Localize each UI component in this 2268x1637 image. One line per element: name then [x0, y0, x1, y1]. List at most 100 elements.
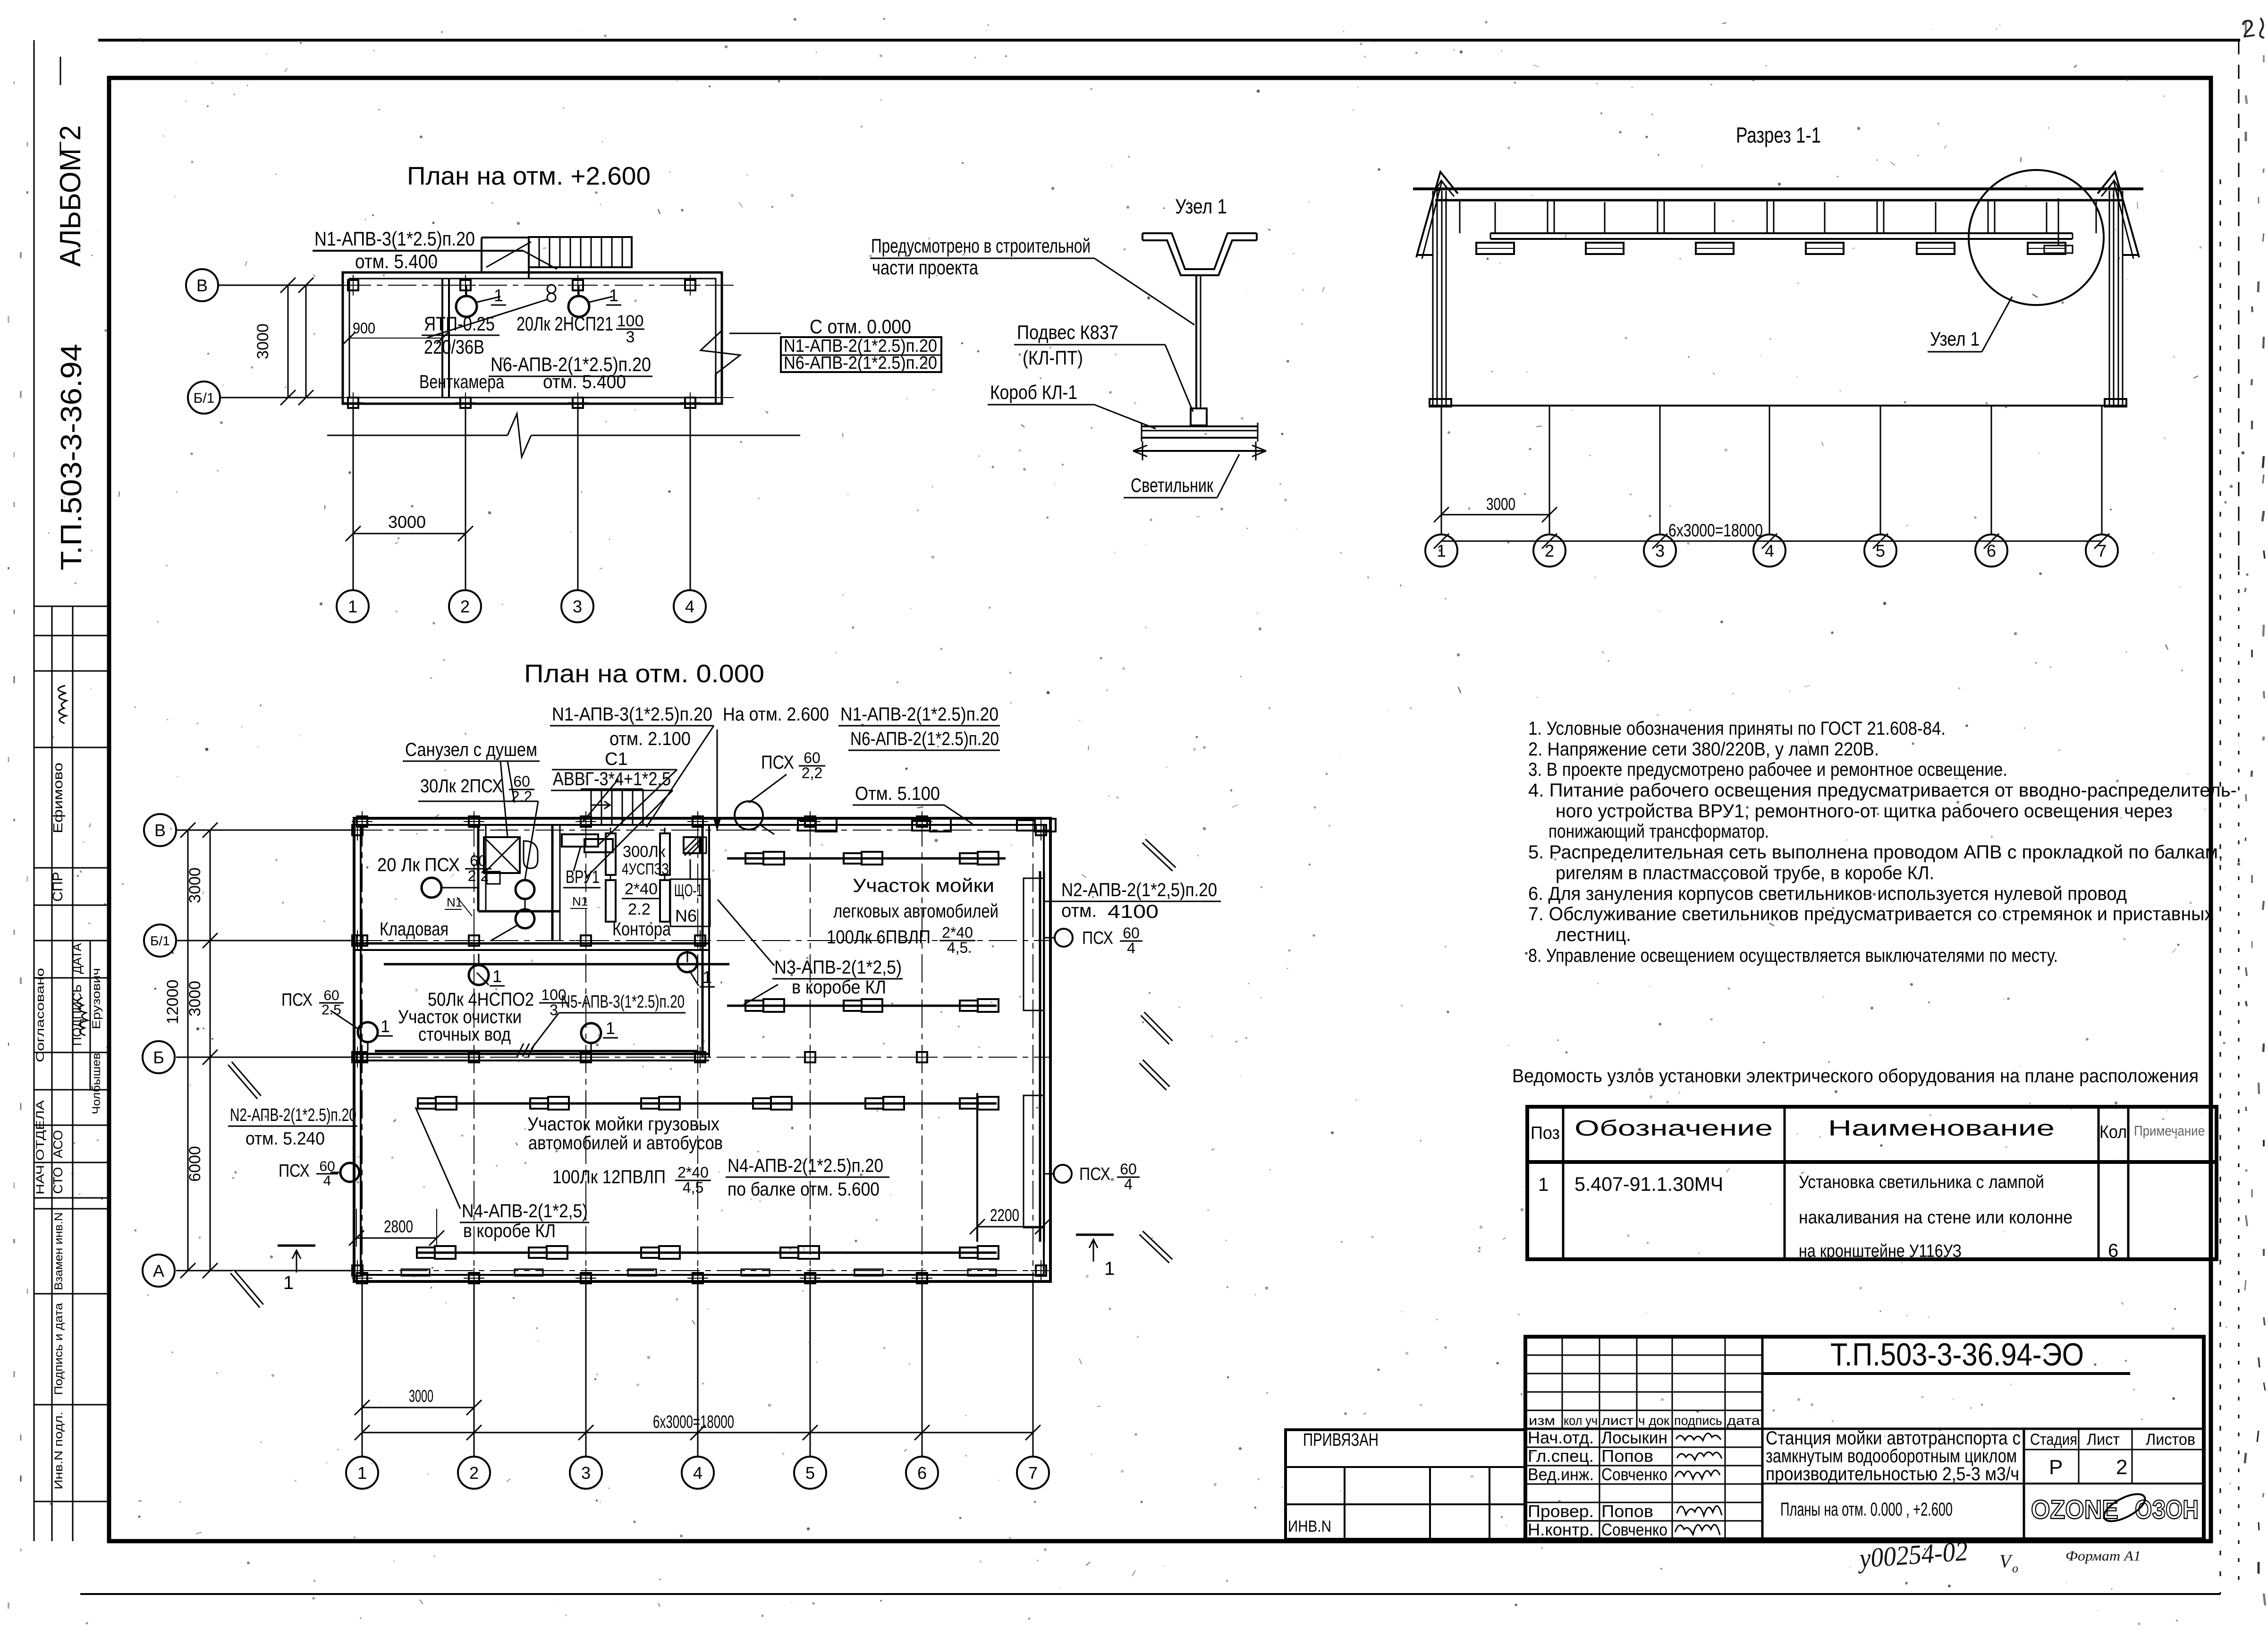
- svg-text:С отм. 0.000: С отм. 0.000: [810, 315, 911, 338]
- svg-text:ч док: ч док: [1638, 1413, 1670, 1428]
- svg-text:5: 5: [805, 1463, 815, 1483]
- svg-text:2: 2: [460, 597, 470, 616]
- svg-text:ПСХ: ПСХ: [1082, 928, 1113, 948]
- svg-text:2: 2: [469, 1463, 479, 1483]
- svg-text:Обозначение: Обозначение: [1574, 1116, 1773, 1140]
- svg-text:ЯТП-0.25: ЯТП-0.25: [424, 313, 495, 335]
- svg-text:СПР: СПР: [50, 872, 66, 901]
- svg-text:отм. 5.400: отм. 5.400: [543, 372, 626, 392]
- svg-text:Установка светильника с лампой: Установка светильника с лампой: [1799, 1172, 2044, 1192]
- svg-text:60: 60: [1120, 1161, 1137, 1178]
- svg-text:3000: 3000: [409, 1386, 433, 1406]
- svg-text:кол уч: кол уч: [1564, 1413, 1598, 1428]
- svg-text:300Лк: 300Лк: [623, 843, 666, 861]
- svg-text:Санузел с душем: Санузел с душем: [405, 739, 537, 760]
- svg-text:2.2: 2.2: [468, 867, 489, 884]
- svg-text:5. Распределительная сеть выпо: 5. Распределительная сеть выполнена пров…: [1528, 842, 2223, 863]
- svg-text:3. В проекте предусмотрено раб: 3. В проекте предусмотрено рабочее и рем…: [1528, 759, 2007, 780]
- svg-text:ПСХ: ПСХ: [761, 752, 794, 773]
- svg-text:N3-АПВ-2(1*2,5): N3-АПВ-2(1*2,5): [774, 957, 902, 978]
- svg-text:3000: 3000: [388, 512, 426, 532]
- svg-text:3: 3: [550, 1001, 558, 1018]
- svg-text:1: 1: [283, 1272, 294, 1293]
- svg-text:4: 4: [1124, 1176, 1133, 1193]
- svg-text:отм. 5.400: отм. 5.400: [355, 250, 438, 272]
- svg-text:4: 4: [323, 1173, 331, 1189]
- svg-text:На отм. 2.600: На отм. 2.600: [723, 704, 829, 725]
- svg-text:2,2: 2,2: [802, 764, 822, 781]
- svg-text:лист: лист: [1601, 1413, 1633, 1428]
- svg-text:Примечание: Примечание: [2134, 1123, 2205, 1139]
- svg-text:Светильник: Светильник: [1131, 474, 1213, 496]
- svg-text:1. Условные обозначения принят: 1. Условные обозначения приняты по ГОСТ …: [1528, 718, 1946, 739]
- svg-text:1: 1: [1437, 541, 1446, 560]
- svg-text:6: 6: [2108, 1240, 2118, 1261]
- svg-text:Стадия: Стадия: [2030, 1431, 2077, 1449]
- svg-text:Листов: Листов: [2146, 1431, 2195, 1449]
- svg-text:Предусмотрено в строительной: Предусмотрено в строительной: [871, 235, 1091, 257]
- svg-text:автомобилей и автобусов: автомобилей и автобусов: [528, 1133, 723, 1154]
- svg-text:В: В: [154, 821, 166, 840]
- svg-text:20 Лк ПСХ: 20 Лк ПСХ: [377, 855, 460, 875]
- svg-text:2: 2: [1545, 541, 1554, 560]
- svg-text:20Лк 2НСП21: 20Лк 2НСП21: [516, 313, 613, 335]
- svg-text:ДАТА: ДАТА: [70, 943, 84, 974]
- svg-text:накаливания на стене или колон: накаливания на стене или колонне: [1799, 1208, 2073, 1228]
- svg-text:Кладовая: Кладовая: [380, 919, 449, 940]
- svg-text:N1-АПВ-3(1*2.5)п.20: N1-АПВ-3(1*2.5)п.20: [552, 704, 712, 725]
- svg-text:1: 1: [606, 1018, 615, 1038]
- svg-text:1: 1: [492, 967, 502, 986]
- svg-text:Участок мойки грузовых: Участок мойки грузовых: [527, 1114, 719, 1135]
- svg-text:СТО: СТО: [51, 1167, 65, 1194]
- svg-text:100Лк 6ПВЛП: 100Лк 6ПВЛП: [827, 927, 931, 948]
- svg-text:Венткамера: Венткамера: [419, 372, 505, 392]
- svg-text:Кол: Кол: [2099, 1122, 2127, 1142]
- svg-text:OZONE: OZONE: [2031, 1494, 2118, 1524]
- svg-text:Участок очистки: Участок очистки: [398, 1007, 522, 1027]
- svg-text:N5-АПВ-3(1*2.5)п.20: N5-АПВ-3(1*2.5)п.20: [561, 992, 685, 1012]
- svg-text:N1: N1: [447, 895, 462, 909]
- svg-text:100Лк 12ПВЛП: 100Лк 12ПВЛП: [552, 1167, 666, 1187]
- svg-text:Б: Б: [153, 1048, 164, 1067]
- svg-text:ВРУ1: ВРУ1: [566, 867, 600, 887]
- svg-text:N4-АПВ-2(1*2.5)п.20: N4-АПВ-2(1*2.5)п.20: [728, 1155, 883, 1176]
- svg-text:Взамен инв.N: Взамен инв.N: [52, 1213, 65, 1290]
- svg-text:Подвес К837: Подвес К837: [1017, 321, 1118, 343]
- svg-text:Т.П.503-3-36.94-ЭО: Т.П.503-3-36.94-ЭО: [1830, 1337, 2084, 1373]
- svg-text:ПРИВЯЗАН: ПРИВЯЗАН: [1303, 1430, 1379, 1450]
- svg-text:Ерузович: Ерузович: [90, 968, 103, 1029]
- svg-text:60: 60: [1123, 925, 1140, 941]
- svg-text:N1-АПВ-2(1*2.5)п.20: N1-АПВ-2(1*2.5)п.20: [784, 336, 937, 356]
- svg-text:Совченко: Совченко: [1601, 1465, 1667, 1484]
- svg-text:Станция мойки автотранспорта с: Станция мойки автотранспорта с: [1766, 1428, 2021, 1449]
- svg-text:4. Питание рабочего освещения: 4. Питание рабочего освещения предусматр…: [1528, 780, 2237, 801]
- svg-text:N2-АПВ-2(1*2.5)п.20: N2-АПВ-2(1*2.5)п.20: [230, 1105, 356, 1125]
- svg-text:7: 7: [2097, 541, 2107, 560]
- svg-text:1: 1: [1104, 1258, 1115, 1279]
- svg-text:Согласовано: Согласовано: [34, 968, 47, 1062]
- svg-text:о: о: [2012, 1561, 2018, 1575]
- svg-text:А: А: [153, 1261, 164, 1281]
- svg-text:2*40: 2*40: [677, 1164, 709, 1181]
- svg-text:в коробе КЛ: в коробе КЛ: [463, 1221, 556, 1241]
- svg-text:N6-АПВ-2(1*2.5)п.20: N6-АПВ-2(1*2.5)п.20: [850, 729, 999, 749]
- svg-text:2200: 2200: [990, 1205, 1019, 1225]
- svg-text:2800: 2800: [384, 1217, 413, 1236]
- svg-text:2: 2: [2116, 1456, 2127, 1479]
- svg-text:N1-АПВ-3(1*2.5)п.20: N1-АПВ-3(1*2.5)п.20: [314, 228, 475, 250]
- svg-text:Подпись и дата: Подпись и дата: [52, 1303, 65, 1395]
- svg-text:3000: 3000: [254, 323, 272, 359]
- svg-text:изм: изм: [1529, 1413, 1555, 1428]
- svg-text:производительностью 2,5-3 м3/ч: производительностью 2,5-3 м3/ч: [1766, 1464, 2019, 1484]
- svg-text:Наименование: Наименование: [1828, 1116, 2055, 1140]
- svg-text:понижающий трансформатор.: понижающий трансформатор.: [1549, 821, 1769, 842]
- svg-text:Поз: Поз: [1531, 1123, 1560, 1143]
- svg-text:3: 3: [573, 597, 582, 616]
- svg-text:Ведомость узлов установки элек: Ведомость узлов установки электрического…: [1512, 1066, 2199, 1086]
- svg-text:1: 1: [494, 286, 503, 305]
- svg-text:N6: N6: [675, 906, 697, 925]
- svg-text:60: 60: [470, 852, 487, 869]
- svg-text:Совченко: Совченко: [1601, 1520, 1667, 1539]
- svg-text:План на отм. +2.600: План на отм. +2.600: [407, 162, 651, 190]
- svg-text:3: 3: [1655, 541, 1665, 560]
